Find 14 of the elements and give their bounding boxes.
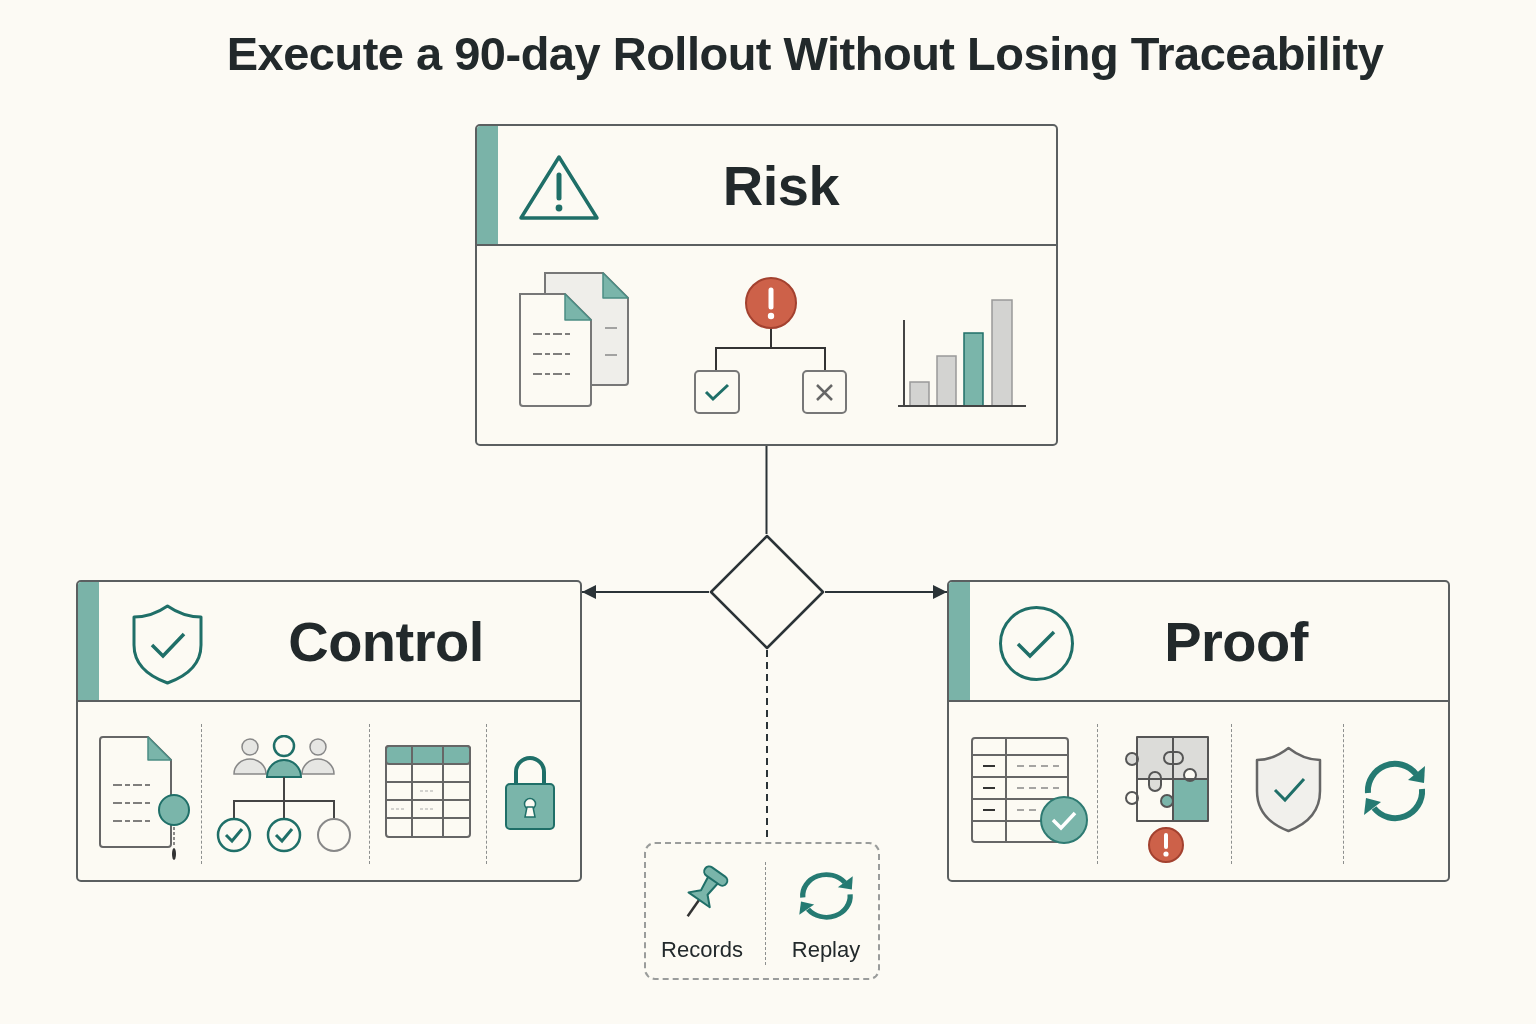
dashed-group-box — [644, 842, 880, 980]
section-card — [475, 124, 1058, 446]
section-card — [947, 580, 1450, 882]
section-title: Control — [288, 614, 484, 670]
item-label: Records — [661, 939, 743, 961]
section-card — [76, 580, 582, 882]
decision-diamond — [709, 534, 825, 650]
arrow — [581, 585, 710, 599]
connector-line — [765, 445, 768, 535]
diagram-title: Execute a 90-day Rollout Without Losing Traceability — [226, 27, 1384, 80]
section-title: Risk — [722, 158, 840, 214]
item-label: Replay — [791, 939, 861, 961]
arrow — [824, 585, 948, 599]
section-title: Proof — [1164, 614, 1308, 670]
